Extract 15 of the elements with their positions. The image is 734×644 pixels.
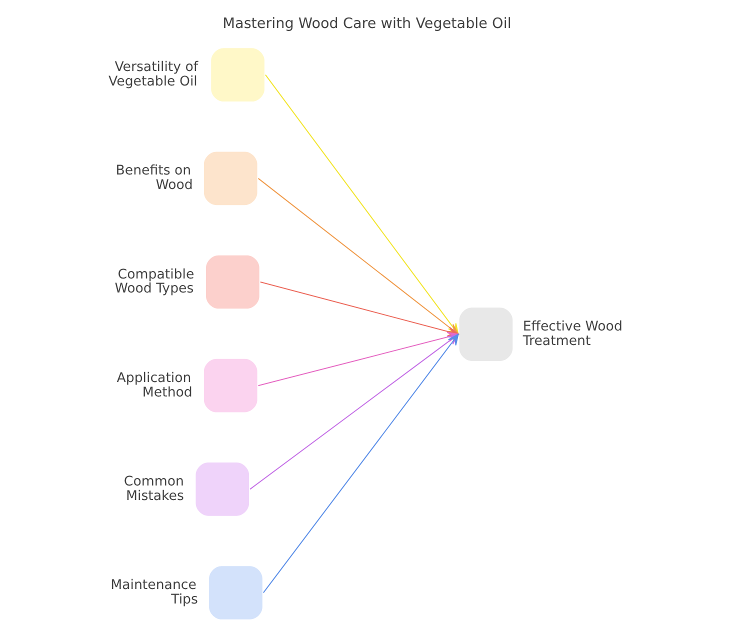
node-box bbox=[209, 566, 262, 620]
node-box bbox=[206, 255, 260, 309]
node-box bbox=[204, 152, 258, 206]
node-label: Application Method bbox=[116, 370, 192, 400]
node-label: Common Mistakes bbox=[124, 474, 184, 504]
node-box bbox=[459, 308, 513, 361]
node-box bbox=[204, 358, 258, 412]
node-box bbox=[211, 48, 264, 102]
node-label: Compatible Wood Types bbox=[114, 267, 194, 297]
node-box bbox=[196, 462, 250, 516]
node-label: Effective Wood Treatment bbox=[522, 320, 622, 349]
node-label: Maintenance Tips bbox=[110, 578, 198, 608]
node-label: Benefits on Wood bbox=[116, 164, 193, 194]
node-label: Versatility of Vegetable Oil bbox=[108, 60, 198, 90]
diagram-title: Mastering Wood Care with Vegetable Oil bbox=[222, 16, 512, 32]
